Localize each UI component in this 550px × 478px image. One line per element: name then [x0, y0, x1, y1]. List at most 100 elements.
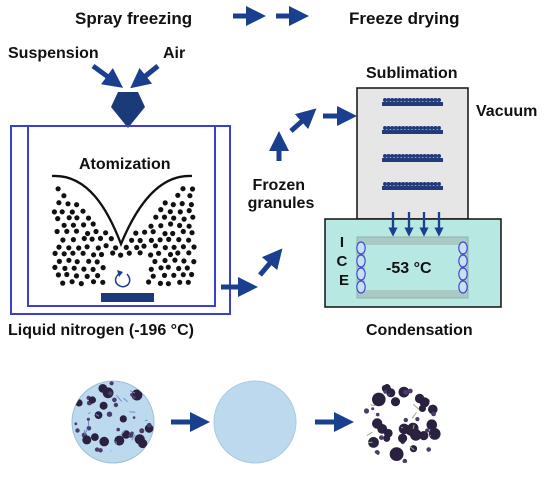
- shelf-granule: [397, 98, 402, 102]
- droplet: [180, 244, 186, 250]
- droplet: [161, 272, 168, 278]
- dried-fiber: [366, 431, 373, 437]
- granule-fiber: [131, 434, 136, 441]
- droplet: [146, 279, 152, 285]
- droplet: [64, 271, 70, 278]
- droplet: [185, 279, 191, 285]
- granule-fiber: [123, 397, 128, 403]
- granule-particle: [113, 402, 119, 408]
- shelf-granule: [390, 154, 395, 158]
- droplet: [103, 230, 109, 236]
- droplet: [186, 237, 192, 243]
- droplet: [71, 265, 77, 271]
- shelf-granule: [429, 154, 434, 158]
- granule-particle: [108, 391, 113, 396]
- droplet: [150, 273, 156, 279]
- droplet: [95, 273, 101, 279]
- droplet: [74, 259, 80, 265]
- shelf: [382, 98, 443, 106]
- shelf-granule: [408, 126, 413, 130]
- droplet: [171, 272, 177, 278]
- spray-nozzle: [111, 92, 145, 128]
- droplet: [69, 209, 75, 215]
- vapor-arrows: [388, 212, 444, 237]
- dried-particle: [383, 390, 388, 394]
- droplet: [179, 201, 185, 207]
- droplet: [162, 200, 168, 206]
- droplet: [148, 252, 154, 258]
- droplet: [141, 243, 147, 249]
- dried-fiber: [429, 434, 431, 437]
- droplet: [168, 221, 174, 227]
- droplet: [51, 209, 58, 215]
- shelf-plate: [382, 102, 443, 106]
- shelf-granule: [386, 154, 391, 158]
- dried-particle: [419, 431, 429, 441]
- droplet: [80, 250, 86, 256]
- shelf-granule: [422, 154, 427, 158]
- granule-fiber: [95, 413, 100, 417]
- droplet: [175, 250, 181, 256]
- granule-particle: [130, 431, 134, 436]
- coil-loop: [458, 280, 468, 294]
- shelf-granule: [404, 154, 409, 158]
- droplet: [90, 266, 96, 272]
- droplet: [187, 193, 193, 199]
- droplet: [156, 250, 162, 256]
- coil-loop: [458, 254, 468, 268]
- dried-granule-particles: [363, 383, 441, 463]
- shelf-granule: [397, 154, 402, 158]
- shelf-granule: [404, 126, 409, 130]
- droplet: [148, 266, 154, 272]
- droplet: [191, 259, 197, 265]
- dried-particle: [414, 393, 425, 404]
- droplet: [55, 186, 61, 192]
- shelf-granule: [437, 154, 441, 158]
- dried-particle: [407, 388, 413, 394]
- shelf-granule: [404, 182, 409, 186]
- droplet: [165, 264, 171, 270]
- shelf-granule: [422, 98, 427, 102]
- droplet: [100, 279, 106, 285]
- droplet: [152, 258, 158, 265]
- droplet: [170, 202, 176, 208]
- shelf-granule: [386, 98, 391, 102]
- dried-particle: [403, 389, 409, 395]
- shelf-granule: [383, 98, 387, 102]
- frozen-granules-label: Frozen granules: [248, 177, 315, 212]
- droplet: [171, 244, 177, 250]
- shelf-granule: [419, 182, 423, 186]
- droplet: [60, 280, 66, 286]
- shelf-granule: [390, 182, 395, 186]
- droplet: [191, 244, 197, 250]
- droplet: [60, 237, 66, 243]
- condensation-label: Condensation: [366, 322, 473, 339]
- droplet: [158, 265, 164, 271]
- shelf-granule: [386, 126, 391, 130]
- shelf: [382, 126, 443, 134]
- dried-particle: [390, 397, 401, 407]
- shelf-granule: [437, 98, 441, 102]
- shelf-granule: [419, 98, 423, 102]
- granule-fiber: [115, 441, 117, 445]
- dried-particle: [403, 417, 408, 423]
- condenser-temperature-label: -53 °C: [386, 260, 432, 277]
- droplet: [98, 251, 105, 258]
- coil-loop: [356, 254, 366, 268]
- dried-particle: [374, 450, 380, 456]
- shelf-granule: [411, 154, 416, 158]
- shelf-plate: [382, 186, 443, 190]
- droplet: [172, 257, 178, 263]
- droplet: [142, 229, 148, 235]
- liquid-nitrogen-label: Liquid nitrogen (-196 °C): [8, 322, 194, 339]
- granule-particle: [119, 415, 127, 423]
- shelf-granule: [401, 98, 405, 102]
- stir-arrow-head: [117, 270, 123, 277]
- sublimation-label: Sublimation: [366, 65, 458, 82]
- granule-particle: [74, 422, 78, 426]
- droplet: [55, 216, 61, 222]
- droplet: [65, 201, 71, 207]
- dried-particle: [371, 407, 375, 411]
- air-label: Air: [163, 45, 185, 62]
